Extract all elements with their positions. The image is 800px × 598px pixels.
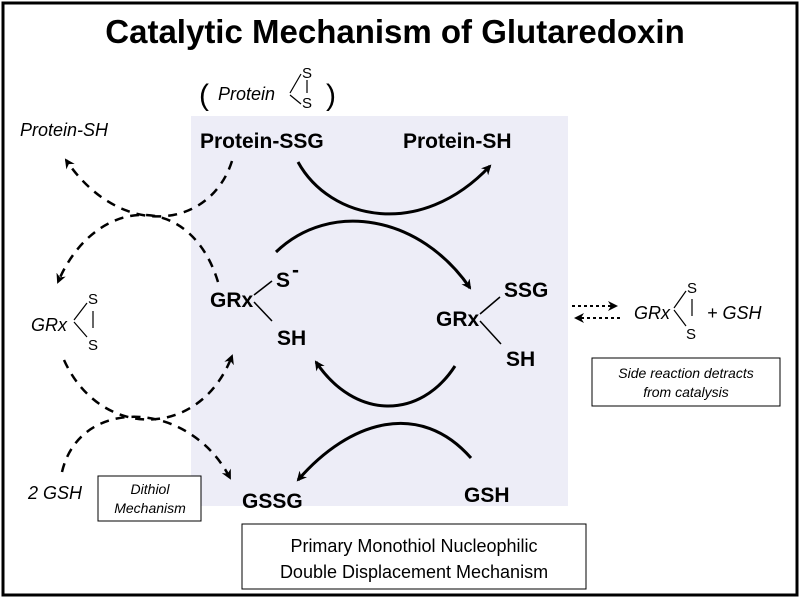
dithiol-gsh-to-gssg-arrow bbox=[60, 415, 232, 480]
side-grx-label: GRx bbox=[634, 303, 671, 323]
grx-ssg-bond-2 bbox=[479, 320, 502, 345]
side-disulfide-s-top: S bbox=[687, 280, 697, 297]
grx-ssg-ssg: SSG bbox=[504, 279, 548, 302]
grx-ssg-bond-1 bbox=[479, 296, 501, 315]
dithiol-gsh-label: 2 GSH bbox=[27, 483, 83, 503]
protein-ssg-to-protein-sh-arrow bbox=[296, 161, 492, 216]
left-disulfide-bond-1 bbox=[73, 302, 88, 321]
thiolate-sh: SH bbox=[277, 327, 306, 350]
protein-ring-label: Protein bbox=[218, 84, 275, 104]
dithiol-label-box bbox=[97, 475, 202, 522]
grx-thiolate-bond-2 bbox=[253, 301, 273, 322]
dithiol-label-line1: Dithiol bbox=[131, 481, 171, 497]
diagram-title: Catalytic Mechanism of Glutaredoxin bbox=[105, 13, 684, 50]
side-disulfide-bond-2 bbox=[673, 309, 687, 327]
grx-to-grx-ssg-arrow bbox=[274, 219, 472, 290]
protein-ssg-label: Protein-SSG bbox=[200, 130, 324, 153]
grx-thiolate-label: GRx bbox=[210, 289, 254, 312]
gsh-to-gssg-arrow bbox=[296, 421, 473, 482]
side-plus-gsh: + GSH bbox=[707, 303, 763, 323]
dithiol-label-line2: Mechanism bbox=[114, 500, 186, 516]
side-note-line2: from catalysis bbox=[643, 384, 729, 400]
primary-label-line2: Double Displacement Mechanism bbox=[280, 562, 548, 582]
side-disulfide-s-bottom: S bbox=[686, 326, 696, 343]
ring-bond-1 bbox=[289, 73, 302, 94]
grx-ssg-sh: SH bbox=[506, 348, 535, 371]
gssg-label: GSSG bbox=[242, 490, 303, 513]
close-paren: ) bbox=[326, 79, 336, 112]
grx-disulfide-label: GRx bbox=[31, 315, 68, 335]
thiolate-charge: - bbox=[292, 259, 299, 282]
primary-mechanism-box bbox=[241, 523, 587, 590]
side-note-line1: Side reaction detracts bbox=[618, 365, 753, 381]
side-disulfide-bond-1 bbox=[673, 290, 687, 309]
left-disulfide-s-top: S bbox=[88, 291, 98, 308]
dithiol-protein-sh-label: Protein-SH bbox=[20, 120, 109, 140]
grx-ssg-label: GRx bbox=[436, 308, 480, 331]
grx-ssg-to-grx-arrow bbox=[314, 360, 457, 408]
open-paren: ( bbox=[199, 79, 209, 112]
left-disulfide-s-bottom: S bbox=[88, 337, 98, 354]
grx-thiolate-bond-1 bbox=[253, 280, 273, 296]
dithiol-protein-release-arrow bbox=[64, 158, 234, 218]
ring-s-top: S bbox=[302, 65, 312, 82]
primary-label-line1: Primary Monothiol Nucleophilic bbox=[290, 536, 537, 556]
center-panel bbox=[191, 116, 568, 506]
side-reaction-note-box bbox=[591, 357, 781, 407]
left-disulfide-bond-2 bbox=[73, 321, 88, 338]
protein-sh-label: Protein-SH bbox=[403, 130, 512, 153]
dithiol-to-grx-disulfide-arrow bbox=[56, 213, 220, 284]
thiolate-s: S bbox=[276, 269, 290, 292]
ring-s-bottom: S bbox=[302, 95, 312, 112]
ring-bond-2 bbox=[289, 94, 302, 105]
gsh-label: GSH bbox=[464, 484, 510, 507]
